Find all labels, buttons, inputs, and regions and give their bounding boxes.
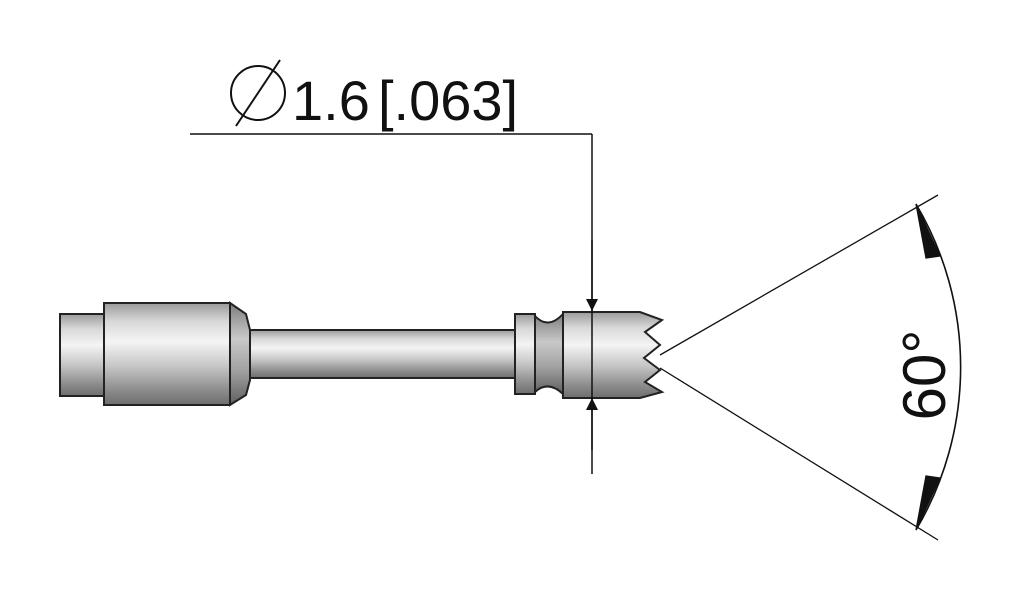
angle-arrow-top <box>915 203 941 259</box>
shaft <box>249 329 516 379</box>
tapered-shoulder <box>229 301 251 407</box>
diameter-label: 1.6 [.063] <box>230 59 518 132</box>
spray-edge-lower <box>659 367 939 541</box>
main-collar <box>103 302 231 406</box>
angle-arc <box>915 203 962 531</box>
rear-stub <box>59 313 105 397</box>
diameter-imperial: [.063] <box>378 69 518 132</box>
nozzle-part <box>59 301 665 407</box>
neck-groove <box>534 311 564 397</box>
crowned-tip <box>562 311 665 399</box>
spray-edge-upper <box>659 194 939 356</box>
diameter-metric: 1.6 <box>292 69 370 132</box>
diameter-symbol-slash <box>235 59 281 127</box>
diameter-dimension <box>190 133 598 474</box>
diameter-symbol-circle <box>230 65 286 121</box>
angle-value: 60° <box>891 330 958 421</box>
angle-arrow-bottom <box>915 475 941 531</box>
spray-angle-dimension <box>659 194 962 541</box>
front-collar <box>514 313 536 395</box>
